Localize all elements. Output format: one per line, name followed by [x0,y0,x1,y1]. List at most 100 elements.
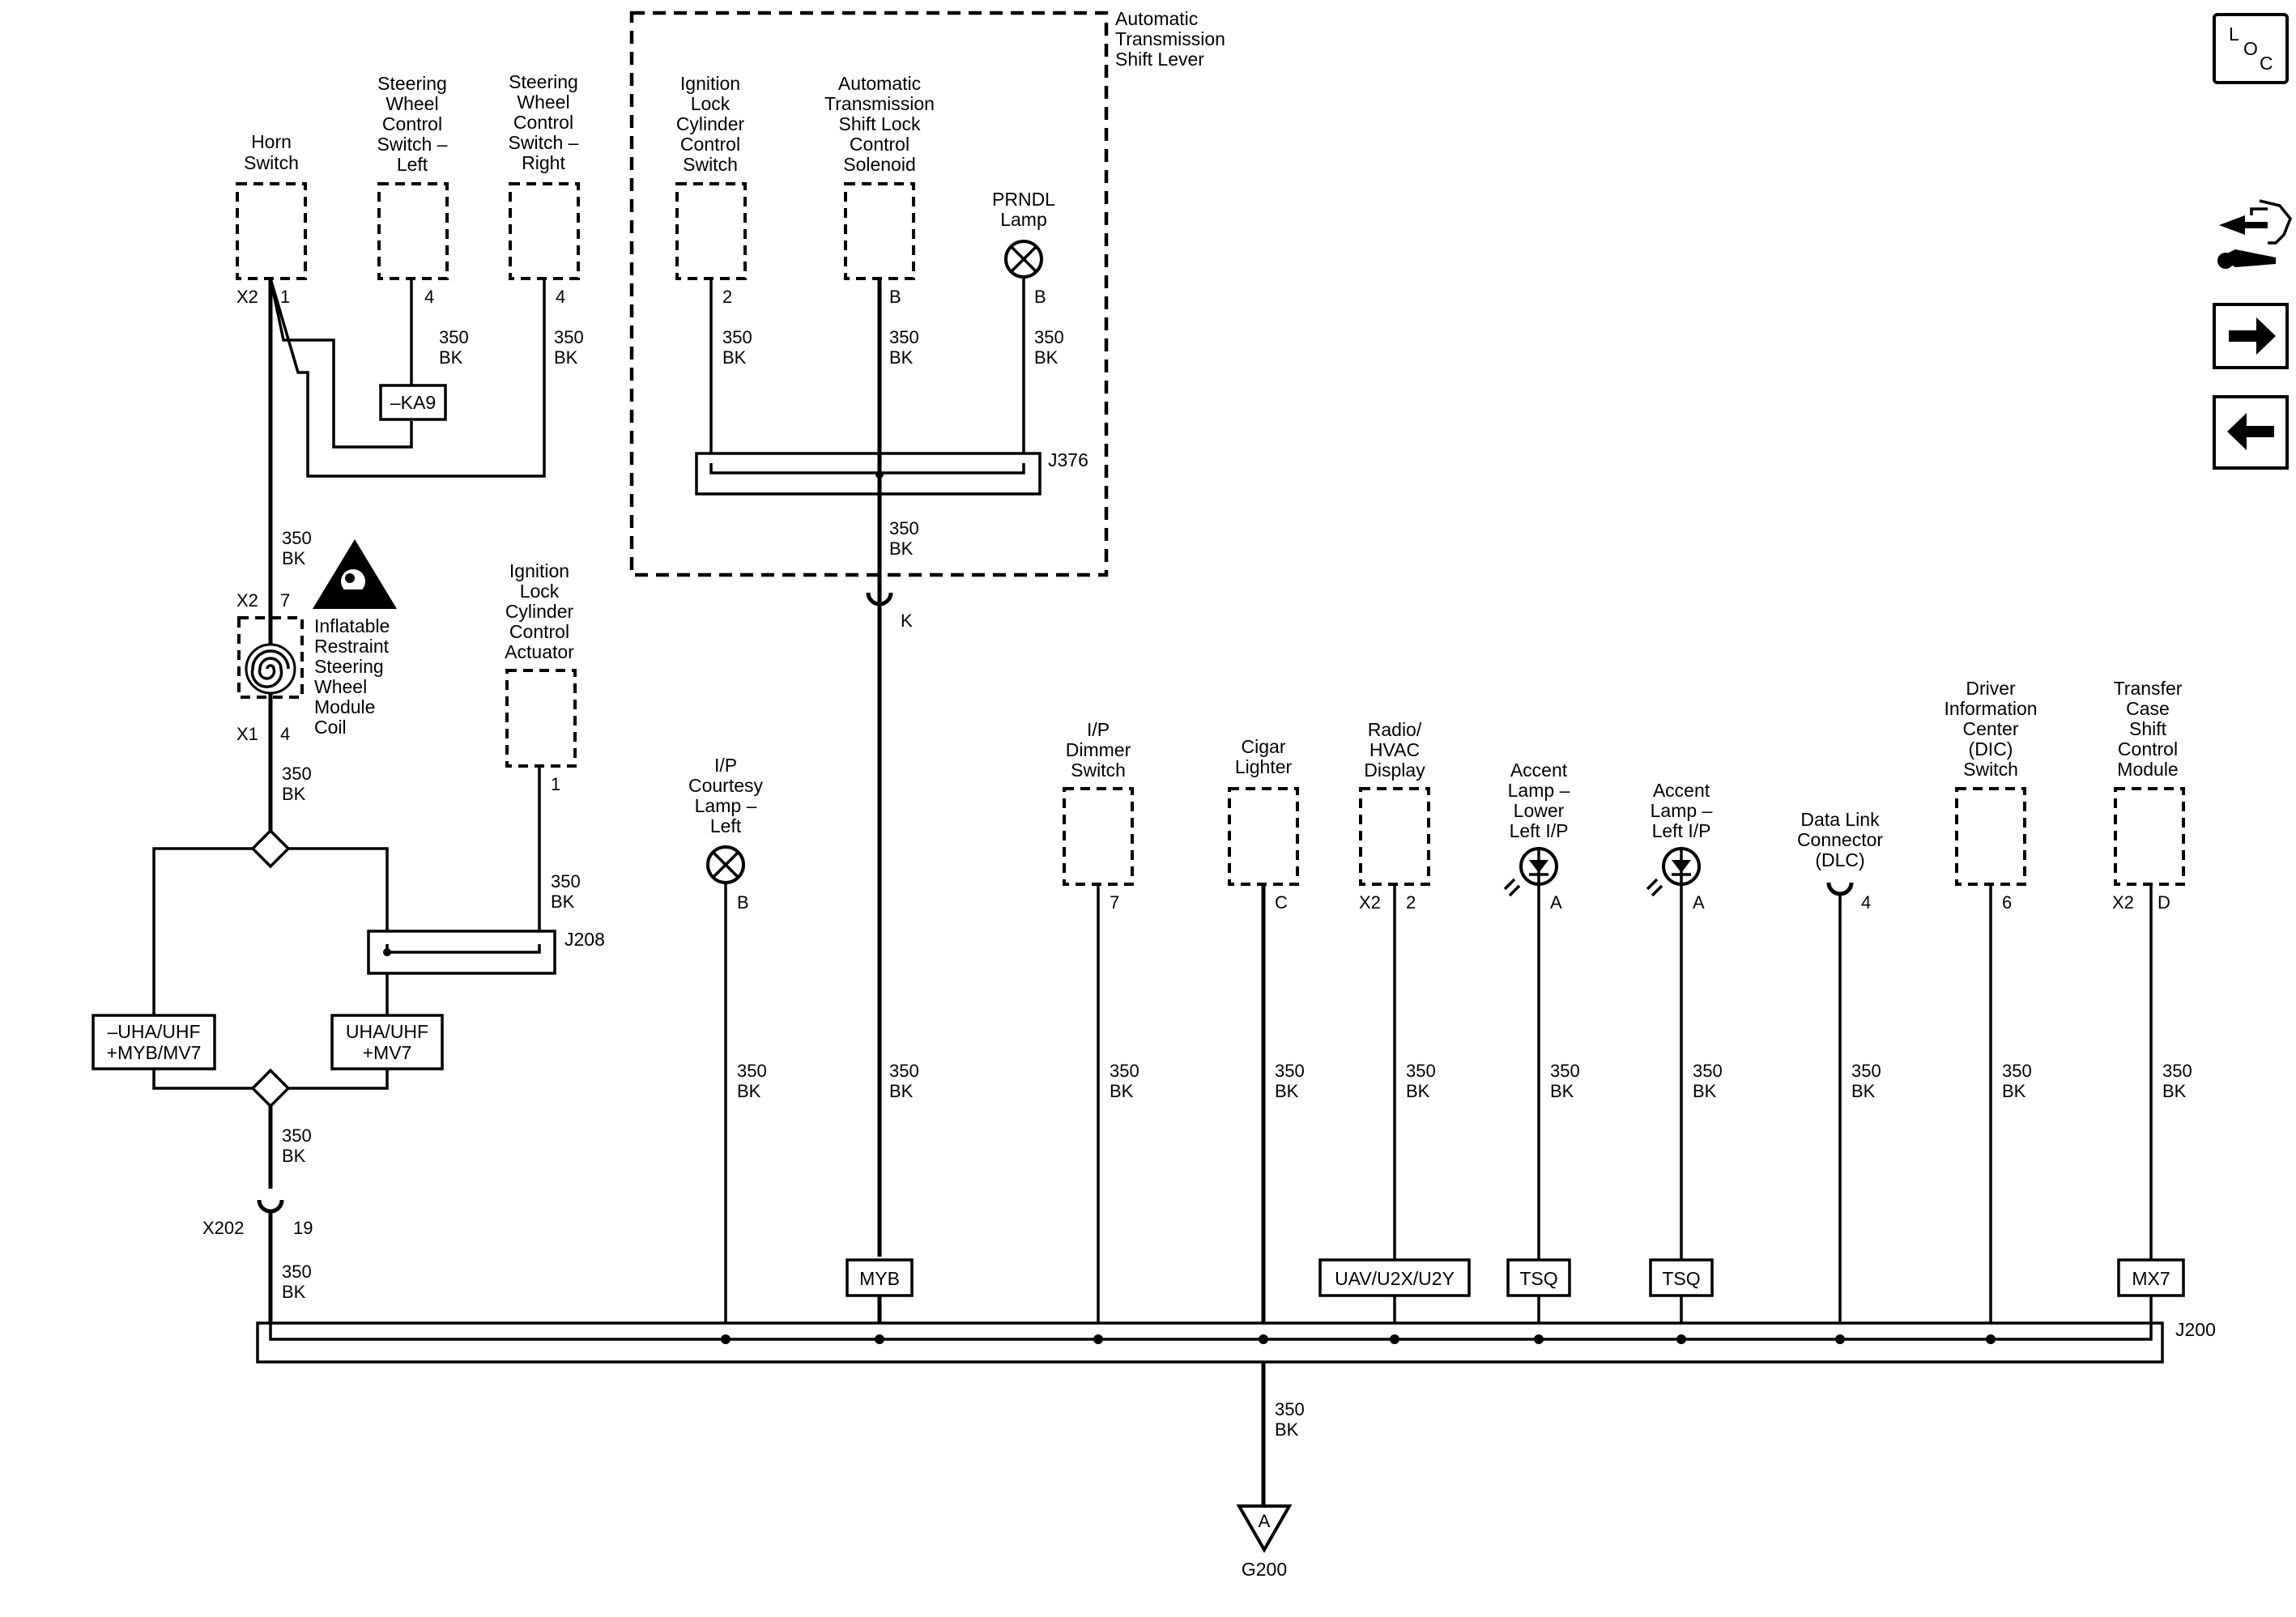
svg-text:350: 350 [554,327,584,347]
svg-text:PRNDL: PRNDL [992,189,1055,210]
svg-text:Control: Control [680,134,740,155]
svg-text:Ignition: Ignition [509,560,569,581]
svg-text:Switch –: Switch – [509,132,579,153]
svg-text:BK: BK [1851,1081,1876,1101]
horn-wiring: –KA9 350 BK 350 BK 350 BK [268,278,584,850]
svg-text:Lamp –: Lamp – [1651,800,1713,821]
svg-text:BK: BK [1034,347,1059,368]
svg-text:B: B [737,892,749,913]
svg-text:Switch: Switch [683,154,738,175]
svg-text:350: 350 [1034,327,1064,347]
svg-text:Automatic: Automatic [1115,8,1198,29]
next-page-button[interactable] [2213,303,2289,369]
svg-text:Lower: Lower [1514,800,1565,821]
svg-text:BK: BK [2162,1081,2187,1101]
svg-text:350: 350 [1851,1061,1881,1081]
svg-text:4: 4 [1861,892,1871,913]
svg-text:Left I/P: Left I/P [1652,820,1711,841]
inflatable-restraint-coil: X2 7 X1 4 Inflatable Restraint Steering … [236,539,397,804]
svg-text:D: D [2158,892,2170,913]
svg-text:Ignition: Ignition [680,73,740,94]
svg-text:350: 350 [1550,1061,1580,1081]
svg-text:(DIC): (DIC) [1969,738,2013,760]
svg-text:BK: BK [282,1282,306,1302]
svg-text:MYB: MYB [859,1268,900,1289]
prev-page-button[interactable] [2213,395,2289,470]
svg-text:Transmission: Transmission [824,93,935,114]
svg-text:Right: Right [522,152,565,173]
svg-text:350: 350 [282,764,312,784]
option-uha-positive: UHA/UHF [346,1021,428,1042]
svg-text:HVAC: HVAC [1370,739,1420,760]
svg-text:Information: Information [1944,698,2037,719]
svg-text:350: 350 [2162,1061,2192,1081]
svg-text:Accent: Accent [1653,780,1710,801]
svg-text:BK: BK [1110,1081,1134,1101]
svg-text:Control: Control [513,112,573,133]
svg-text:350: 350 [1275,1061,1305,1081]
svg-text:Data Link: Data Link [1800,809,1880,830]
splice-j208: J208 [367,929,605,975]
svg-text:X2: X2 [1359,892,1381,913]
ip-dimmer-switch: I/P Dimmer Switch 7 350 BK [1063,719,1139,1339]
svg-text:Dimmer: Dimmer [1066,739,1131,760]
loc-button[interactable]: L O C [2213,13,2289,84]
svg-text:Coil: Coil [314,717,347,738]
svg-text:Switch –: Switch – [377,134,448,155]
svg-text:G200: G200 [1242,1559,1287,1580]
svg-text:4: 4 [424,287,434,307]
option-ka9: –KA9 [390,392,436,413]
svg-text:4: 4 [556,287,565,307]
svg-text:BK: BK [1275,1081,1299,1101]
svg-text:B: B [889,287,901,307]
svg-text:BK: BK [282,1146,306,1166]
svg-text:UAV/U2X/U2Y: UAV/U2X/U2Y [1335,1268,1455,1289]
svg-text:350: 350 [282,1262,312,1282]
svg-text:Left: Left [710,815,742,836]
svg-text:Cylinder: Cylinder [676,113,745,134]
svg-text:350: 350 [1406,1061,1436,1081]
svg-text:Case: Case [2126,698,2170,719]
svg-text:X202: X202 [202,1218,244,1238]
svg-text:Module: Module [314,696,375,717]
svg-text:C: C [1275,892,1288,913]
svg-text:Module: Module [2117,759,2178,780]
option-mx7 [2117,1258,2185,1297]
prndl-lamp: PRNDL Lamp B 350 BK [992,189,1064,471]
svg-text:I/P: I/P [714,755,737,776]
shift-lock-control-solenoid: Automatic Transmission Shift Lock Contro… [824,73,935,368]
svg-text:1: 1 [280,287,290,307]
splice-j200: J200 [256,1319,2216,1364]
svg-text:BK: BK [1550,1081,1574,1101]
svg-text:Horn: Horn [251,131,292,152]
cigar-lighter: Cigar Lighter C 350 BK [1228,736,1305,1511]
svg-text:X2: X2 [236,590,258,611]
svg-text:Display: Display [1364,760,1425,781]
dic-switch: Driver Information Center (DIC) Switch 6… [1944,678,2038,1339]
svg-text:J376: J376 [1048,449,1088,470]
loc-letter-l: L [2229,23,2239,45]
svg-text:Wheel: Wheel [314,676,367,697]
svg-text:350: 350 [282,1126,312,1146]
svg-text:Steering: Steering [314,656,384,677]
svg-text:MX7: MX7 [2132,1268,2170,1289]
svg-text:A: A [1550,892,1562,913]
svg-text:Control: Control [2118,738,2178,760]
svg-text:350: 350 [439,327,469,347]
svg-text:BK: BK [554,347,578,368]
svg-text:350: 350 [2002,1061,2032,1081]
svg-text:1: 1 [551,774,560,794]
svg-text:Lamp –: Lamp – [1508,780,1570,801]
svg-text:Courtesy: Courtesy [688,775,764,796]
svg-text:Lock: Lock [520,581,560,602]
svg-text:Shift: Shift [2129,718,2167,739]
svg-text:350: 350 [889,327,919,347]
svg-text:350: 350 [282,528,312,548]
svg-text:BK: BK [889,347,914,368]
arrow-left-icon [2227,413,2274,450]
svg-text:Switch: Switch [1963,759,2018,780]
option-split-uha-uhf: –UHA/UHF +MYB/MV7 UHA/UHF +MV7 350 BK [92,828,444,1189]
service-wrench-icon[interactable] [2217,199,2293,269]
splice-j376: J376 [695,449,1088,496]
